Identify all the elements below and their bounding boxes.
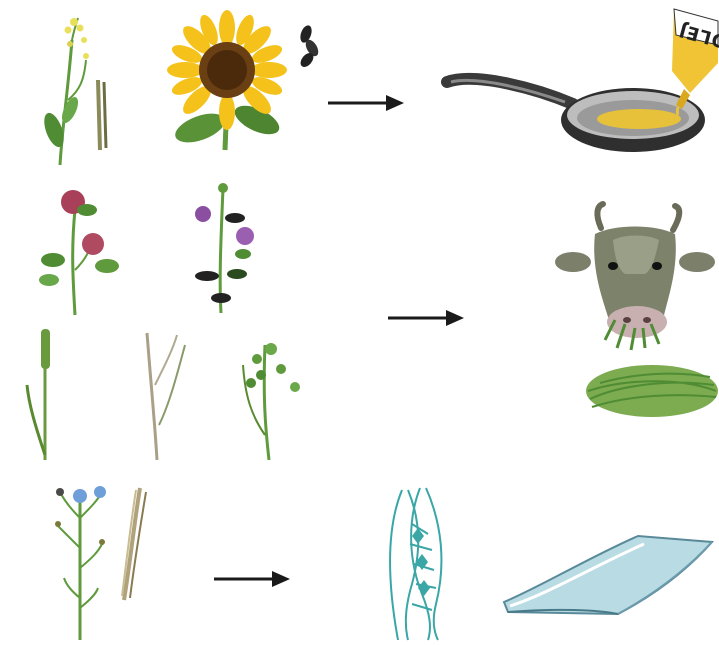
arrow-icon [214,570,290,588]
flax-plant-icon [40,478,120,643]
folded-cloth-icon [498,528,716,618]
rapeseed-plant-icon [40,10,120,170]
flax-fiber-icon [382,484,452,644]
arrow-icon [328,94,404,112]
hay-icon [580,355,719,425]
seeds-icon [294,24,324,68]
grass-icon [25,325,315,465]
alfalfa-icon [185,178,265,318]
cow-head-icon [555,200,715,360]
flax-stalks-icon [118,484,152,604]
arrow-icon [388,309,464,327]
oil-bottle-icon: OLEJ [660,5,719,115]
sunflower-icon [165,10,290,155]
clover-icon [35,180,125,320]
